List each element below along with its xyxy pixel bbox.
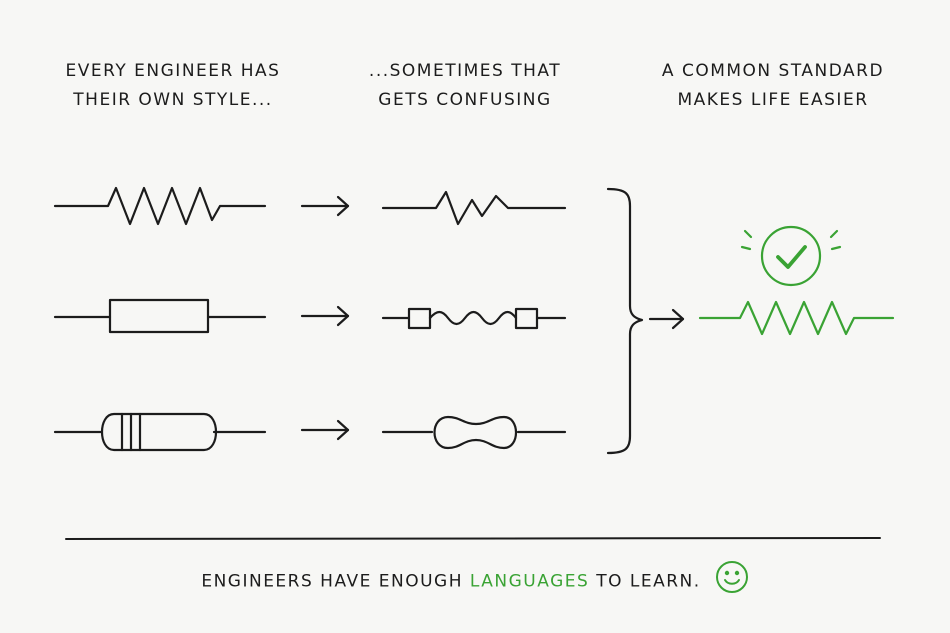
box-resistor-symbol xyxy=(53,298,267,334)
footer-highlight: LANGUAGES xyxy=(469,571,590,592)
footer-caption: ENGINEERS HAVE ENOUGH LANGUAGES TO LEARN… xyxy=(0,560,950,603)
grouping-brace xyxy=(606,187,644,455)
distorted-zigzag-symbol xyxy=(381,190,567,226)
heading-confusing-line2: GETS CONFUSING xyxy=(378,90,552,110)
footer-text-after: TO LEARN. xyxy=(589,571,701,592)
heading-common-standard-line1: A COMMON STANDARD xyxy=(661,61,885,81)
arrow-row1-icon xyxy=(300,195,350,217)
heading-own-style: EVERY ENGINEER HAS THEIR OWN STYLE... xyxy=(38,57,308,115)
blob-resistor-symbol xyxy=(381,415,567,450)
zigzag-resistor-symbol xyxy=(53,186,267,226)
heading-common-standard: A COMMON STANDARD MAKES LIFE EASIER xyxy=(638,57,908,115)
banded-resistor-symbol xyxy=(53,412,267,452)
heading-common-standard-line2: MAKES LIFE EASIER xyxy=(677,90,869,110)
heading-own-style-line1: EVERY ENGINEER HAS xyxy=(65,61,281,81)
heading-confusing-line1: ...SOMETIMES THAT xyxy=(368,61,562,81)
footer-divider xyxy=(65,537,881,540)
footer-text-before: ENGINEERS HAVE ENOUGH xyxy=(201,571,470,592)
arrow-row3-icon xyxy=(300,419,350,441)
squiggle-box-symbol xyxy=(381,307,567,330)
arrow-row2-icon xyxy=(300,305,350,327)
sparkle-lines-icon xyxy=(740,229,842,251)
standard-zigzag-resistor-symbol xyxy=(698,300,895,336)
smiley-icon xyxy=(715,560,749,603)
checkmark-circle-icon xyxy=(760,225,822,287)
heading-own-style-line2: THEIR OWN STYLE... xyxy=(73,90,273,110)
arrow-to-standard-icon xyxy=(648,308,685,330)
heading-confusing: ...SOMETIMES THAT GETS CONFUSING xyxy=(330,57,600,115)
